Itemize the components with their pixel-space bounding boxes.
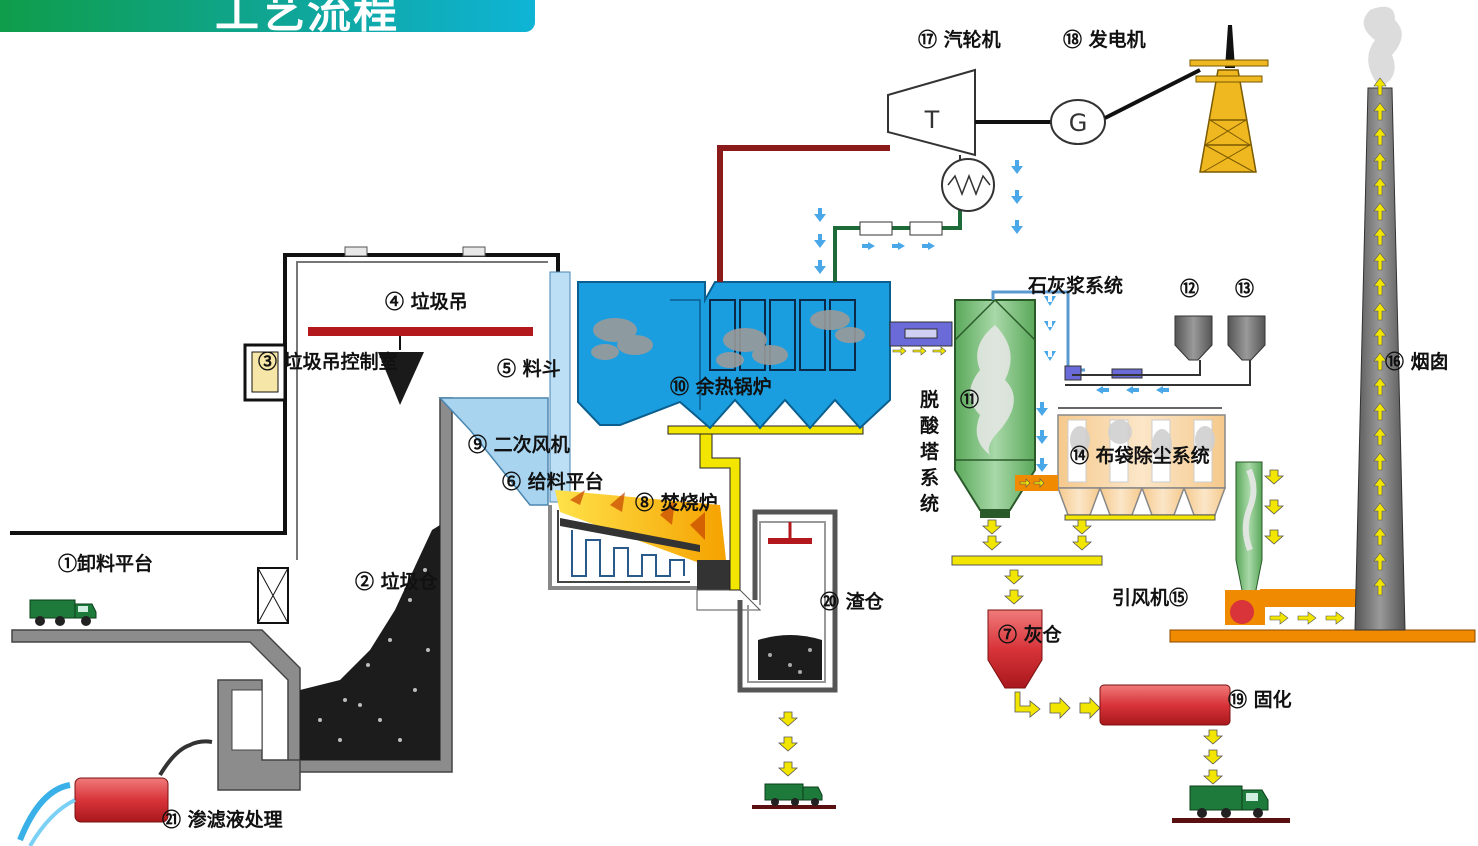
label-deacid-char-3: 塔 — [920, 440, 940, 463]
chimney-arrow-icon — [1373, 277, 1387, 296]
chimney-arrow-icon — [1373, 477, 1387, 496]
waste-pile — [300, 525, 440, 760]
label-crane-control-room: ③ 垃圾吊控制室 — [258, 350, 398, 373]
ash-conveyor — [667, 425, 864, 591]
label-waste-crane: ④ 垃圾吊 — [385, 290, 468, 313]
label-baghouse: ⑭ 布袋除尘系统 — [1070, 444, 1210, 467]
chimney-arrow-icon — [1373, 352, 1387, 371]
hopper — [438, 271, 571, 506]
label-silo-13: ⑬ — [1235, 277, 1254, 300]
chimney-arrow-icon — [1373, 502, 1387, 521]
chimney-arrow-icon — [1373, 177, 1387, 196]
labels: ①卸料平台 ② 垃圾仓 ③ 垃圾吊控制室 ④ 垃圾吊 ⑤ 料斗 ⑥ 给料平台 ⑦… — [58, 28, 1449, 831]
chimney-arrow-icon — [1373, 202, 1387, 221]
chimney-arrow-icon — [1373, 102, 1387, 121]
leachate-tank — [17, 739, 213, 846]
ash-silo — [987, 609, 1043, 689]
label-leachate-treatment: ㉑ 渗滤液处理 — [162, 808, 283, 831]
power-tower-icon — [1189, 25, 1269, 173]
bag-outlet-arrows — [1263, 469, 1285, 545]
ash-collection — [951, 519, 1103, 605]
solid-arrows — [1202, 729, 1224, 785]
chimney-arrow-icon — [1373, 427, 1387, 446]
label-feeding-platform: ⑥ 给料平台 — [502, 470, 604, 493]
waste-crane — [308, 327, 533, 405]
label-generator: ⑱ 发电机 — [1063, 28, 1146, 51]
chimney-arrow-icon — [1373, 402, 1387, 421]
waste-heat-boiler — [577, 281, 891, 430]
label-solidification: ⑲ 固化 — [1228, 688, 1292, 711]
label-deacid-char-1: 脱 — [920, 388, 939, 411]
header-tab: 工艺流程 — [0, 0, 535, 32]
label-deacid-char-5: 统 — [920, 492, 939, 515]
solidification-tank — [1099, 684, 1231, 726]
label-induced-fan: 引风机⑮ — [1112, 586, 1188, 609]
label-steam-turbine: ⑰ 汽轮机 — [918, 28, 1001, 51]
chimney-arrow-icon — [1373, 452, 1387, 471]
chimney-arrow-icon — [1373, 577, 1387, 596]
label-incinerator: ⑧ 焚烧炉 — [635, 491, 718, 514]
condenser — [941, 158, 995, 212]
label-secondary-fan: ⑨ 二次风机 — [468, 433, 570, 456]
label-deacid-number: ⑪ — [960, 388, 979, 411]
chimney-arrow-icon — [1373, 227, 1387, 246]
reagent-silo-12 — [1174, 315, 1213, 361]
slag-silo — [737, 509, 838, 693]
label-deacid-char-4: 系 — [920, 467, 939, 489]
steam-turbine: T — [887, 68, 1052, 165]
chimney-arrow-icon — [1373, 527, 1387, 546]
label-waste-heat-boiler: ⑩ 余热锅炉 — [670, 375, 772, 398]
crane-control-room — [243, 343, 287, 402]
chimney-arrow-icon — [1373, 302, 1387, 321]
generator-symbol: G — [1069, 109, 1088, 137]
label-unloading-platform: ①卸料平台 — [58, 552, 153, 575]
flue-arrows — [1269, 611, 1345, 625]
chimney-arrow-icon — [1373, 377, 1387, 396]
label-chimney: ⑯ 烟囱 — [1385, 350, 1449, 373]
incinerator — [548, 490, 762, 611]
feedwater-pipe — [814, 160, 1023, 282]
chimney-arrows — [1373, 77, 1387, 596]
label-silo-12: ⑫ — [1180, 277, 1199, 300]
deacid-tower — [954, 298, 1036, 518]
chimney-arrow-icon — [1373, 252, 1387, 271]
generator: G — [1050, 68, 1201, 145]
label-ash-silo: ⑦ 灰仓 — [998, 623, 1063, 646]
ash-to-solidification-arrows — [1014, 691, 1101, 719]
label-waste-pit: ② 垃圾仓 — [355, 570, 439, 593]
baghouse — [1015, 407, 1227, 521]
lime-slurry-system — [991, 290, 1251, 472]
chimney-arrow-icon — [1373, 552, 1387, 571]
chimney-arrow-icon — [1373, 127, 1387, 146]
solid-truck-icon — [1172, 785, 1290, 823]
label-hopper: ⑤ 料斗 — [497, 357, 561, 380]
turbine-symbol: T — [924, 106, 940, 134]
garbage-truck-icon — [29, 599, 97, 626]
label-slag-silo: ⑳ 渣仓 — [820, 590, 885, 613]
slag-arrows — [777, 711, 799, 777]
chimney-arrow-icon — [1373, 77, 1387, 96]
page-title: 工艺流程 — [215, 0, 399, 32]
label-lime-slurry-system: 石灰浆系统 — [1027, 274, 1123, 297]
reagent-silo-13 — [1227, 315, 1266, 361]
steam-pipe — [717, 145, 890, 282]
unloading-platform — [10, 246, 560, 624]
flue-duct — [889, 321, 953, 356]
slag-truck-icon — [752, 783, 836, 809]
chimney-arrow-icon — [1373, 152, 1387, 171]
chimney-arrow-icon — [1373, 327, 1387, 346]
induced-fan — [1169, 461, 1476, 643]
label-deacid-char-2: 酸 — [920, 414, 940, 437]
